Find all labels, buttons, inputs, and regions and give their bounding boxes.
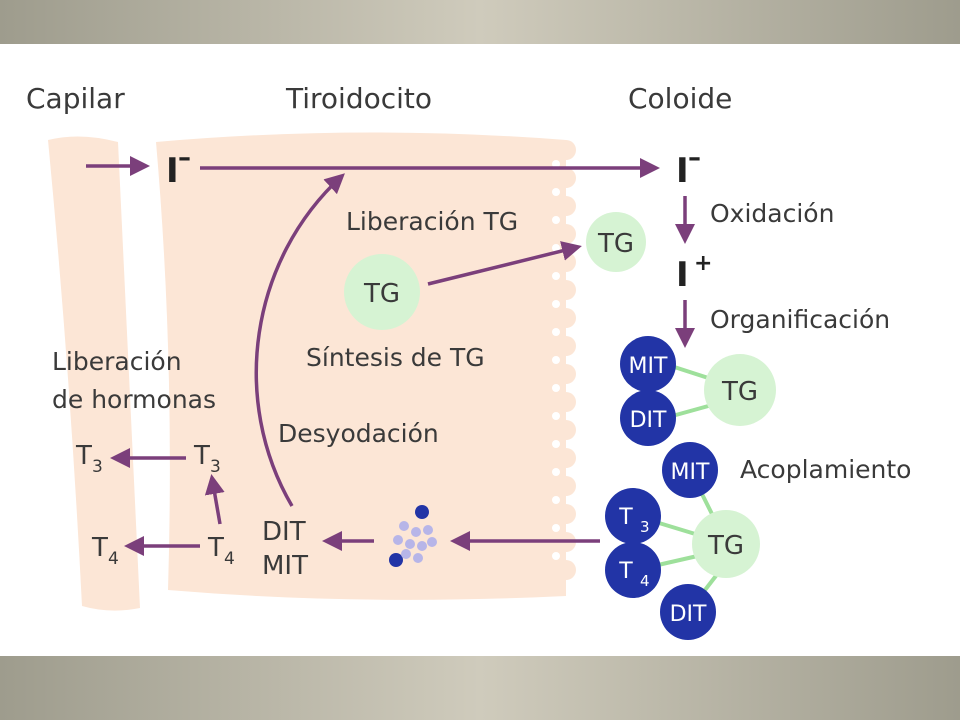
t4-cell-sub: 4	[224, 549, 235, 569]
iodide-cell-label: I	[166, 151, 179, 191]
dit-ball-coupled	[660, 584, 716, 640]
iodine-oxidized-label: I	[676, 255, 689, 295]
dit-ball-organified	[620, 390, 676, 446]
mit-ball-organified	[620, 336, 676, 392]
step-liberacion-hormonas-1: Liberación	[52, 347, 182, 376]
t4-cell-t: T	[207, 533, 224, 563]
t3-ball	[605, 488, 661, 544]
thyrocyte-cell-shape	[156, 132, 566, 600]
t4-ball-sub: 4	[640, 572, 650, 590]
step-sintesis-tg: Síntesis de TG	[306, 343, 485, 372]
apical-membrane-gaps	[552, 160, 560, 560]
lysosome-vesicle	[389, 505, 437, 567]
slide: Capilar Tiroidocito Coloide I – I – Oxid…	[0, 44, 960, 656]
t3-ball-t: T	[618, 505, 633, 530]
step-acoplamiento: Acoplamiento	[740, 455, 911, 484]
step-liberacion-tg: Liberación TG	[346, 207, 518, 236]
iodine-oxidized-charge: +	[694, 251, 712, 276]
organified-tg-group: TG MIT DIT	[620, 336, 776, 446]
dit-released-label: DIT	[262, 517, 306, 547]
mit-ball-coupled	[662, 442, 718, 498]
step-desyodacion: Desyodación	[278, 419, 439, 448]
tg-organified-label: TG	[721, 377, 758, 407]
iodide-colloid-charge: –	[688, 143, 701, 173]
tg-colloid-label: TG	[597, 229, 634, 259]
thyroid-hormone-synthesis-diagram: Capilar Tiroidocito Coloide I – I – Oxid…	[26, 82, 911, 640]
t3-cell-t: T	[193, 441, 210, 471]
tg-synthesis-label: TG	[363, 279, 400, 309]
apical-membrane	[556, 140, 576, 580]
iodide-colloid-label: I	[676, 151, 689, 191]
dit-label-organified: DIT	[630, 408, 667, 433]
t4-blood-t: T	[91, 533, 108, 563]
t3-cell-sub: 3	[210, 457, 221, 477]
coupled-tg-group: TG MIT T 3 T 4 DIT	[605, 442, 760, 640]
mit-label-coupled: MIT	[671, 460, 710, 485]
t3-blood-t: T	[75, 441, 92, 471]
mit-released-label: MIT	[262, 551, 308, 581]
tg-colloid-circle	[586, 212, 646, 272]
t3-ball-label: T	[618, 505, 633, 530]
t3-ball-sub: 3	[640, 518, 650, 536]
tg-release-arrow	[427, 241, 582, 286]
deiodination-arrow	[254, 173, 345, 507]
tg-organified-circle	[704, 354, 776, 426]
t4-ball	[605, 542, 661, 598]
t4-blood-sub: 4	[108, 549, 119, 569]
t4-to-t3-arrow	[204, 474, 225, 525]
header-tiroidocito: Tiroidocito	[285, 82, 432, 115]
tg-coupled-label: TG	[707, 531, 744, 561]
t4-ball-label: T	[618, 559, 633, 584]
iodide-cell-charge: –	[178, 143, 191, 173]
tg-synthesis-circle	[344, 254, 420, 330]
header-coloide: Coloide	[628, 82, 732, 115]
dit-label-coupled: DIT	[670, 602, 707, 627]
t4-ball-t: T	[618, 559, 633, 584]
mit-label-organified: MIT	[629, 354, 668, 379]
step-organificacion: Organificación	[710, 305, 890, 334]
step-liberacion-hormonas-2: de hormonas	[52, 385, 216, 414]
tg-coupled-circle	[692, 510, 760, 578]
t3-blood-sub: 3	[92, 457, 103, 477]
capillary-shape	[48, 136, 140, 611]
step-oxidacion: Oxidación	[710, 199, 834, 228]
header-capilar: Capilar	[26, 82, 125, 115]
